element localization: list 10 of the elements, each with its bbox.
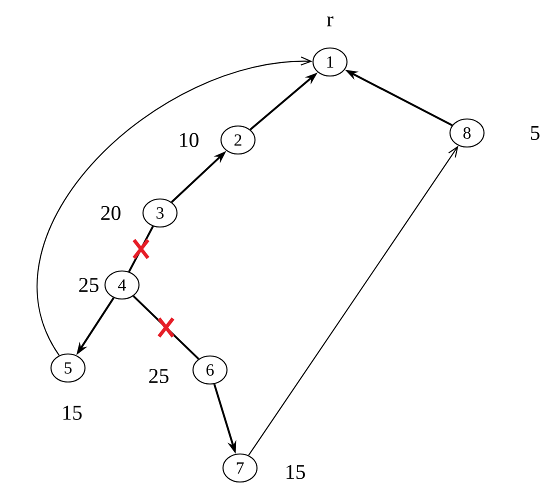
weight-label: r [326, 16, 334, 26]
arrow [248, 146, 458, 456]
weight-label: 15 [286, 464, 305, 480]
weight-label: 10 [180, 132, 198, 148]
weight-label: 25 [79, 278, 98, 292]
weight-label: 25 [149, 368, 168, 384]
arrow [36, 56, 312, 356]
weight-label: 20 [101, 206, 120, 220]
weight-label: 5 [530, 126, 540, 140]
weight-label: 15 [63, 406, 82, 420]
